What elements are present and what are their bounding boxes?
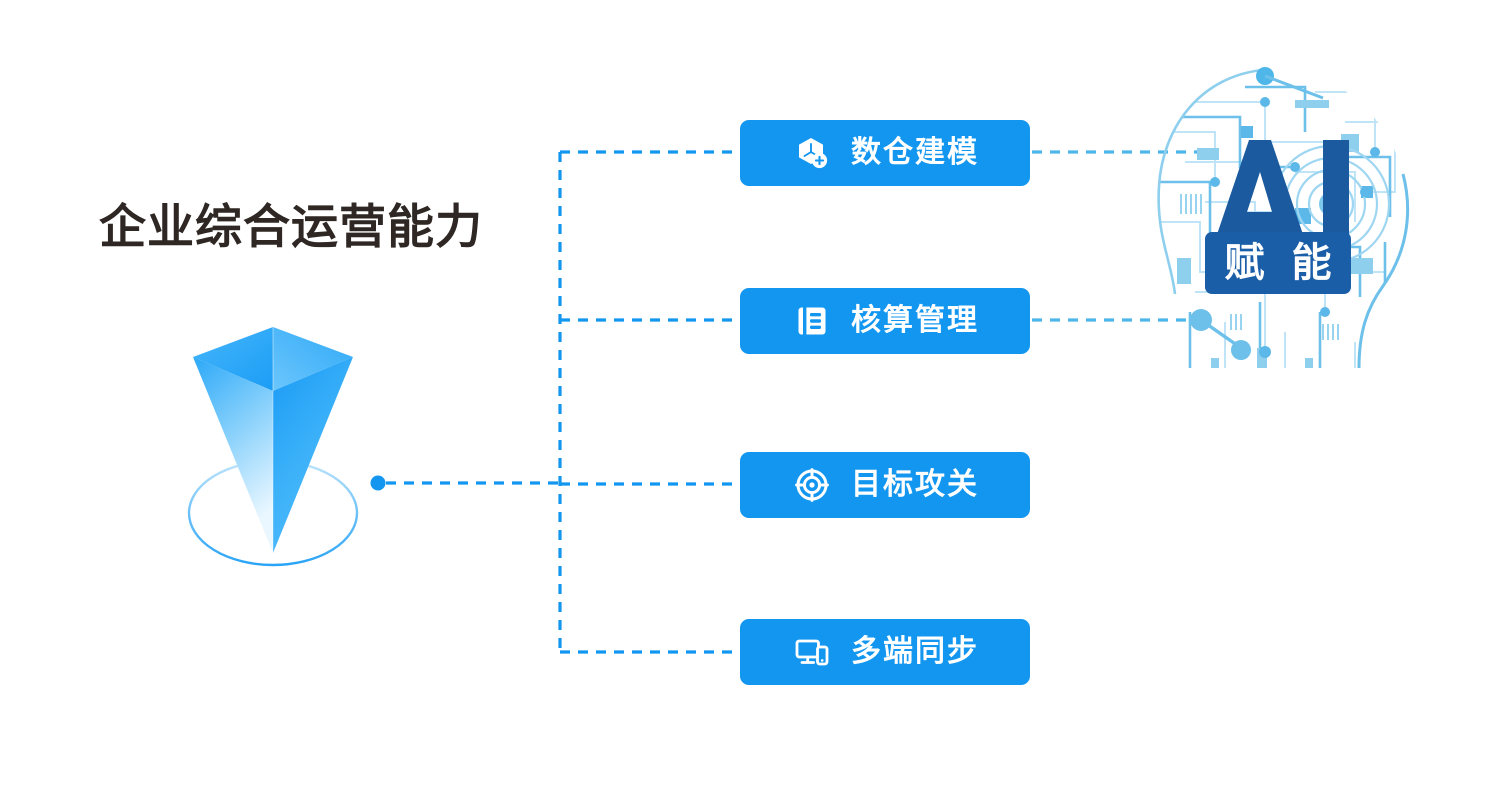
ai-empower-badge: 赋 能 — [1205, 232, 1351, 294]
feature-label: 数仓建模 — [851, 136, 979, 169]
multi-device-icon — [795, 635, 829, 669]
feature-box-shucang-jianmo[interactable]: 数仓建模 — [740, 120, 1030, 186]
ai-badge-label: 赋 能 — [1224, 241, 1340, 285]
feature-label: 目标攻关 — [851, 468, 979, 501]
cube-plus-icon — [795, 136, 829, 170]
feature-label: 核算管理 — [851, 304, 979, 337]
inverted-pyramid-graphic — [185, 305, 390, 580]
feature-box-duoduan-tongbu[interactable]: 多端同步 — [740, 619, 1030, 685]
list-document-icon — [795, 304, 829, 338]
feature-box-mubiao-gongguan[interactable]: 目标攻关 — [740, 452, 1030, 518]
feature-label: 多端同步 — [851, 635, 979, 668]
target-crosshair-icon — [795, 468, 829, 502]
feature-box-hesuan-guanli[interactable]: 核算管理 — [740, 288, 1030, 354]
ai-node-low — [1231, 340, 1251, 360]
page-title: 企业综合运营能力 — [99, 200, 483, 253]
circuit-brain-head-icon — [1145, 62, 1435, 402]
